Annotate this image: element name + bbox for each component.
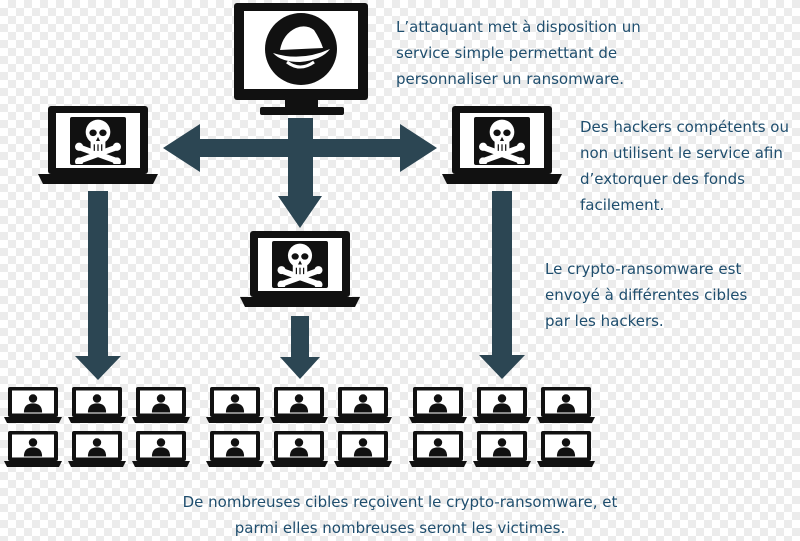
arrow-icon (479, 191, 525, 379)
victim-laptop (409, 387, 467, 423)
hacker-laptop-right (442, 106, 562, 184)
caption-hackers: Des hackers compétents ou non utilisent … (580, 114, 789, 218)
caption-line: personnaliser un ransomware. (396, 70, 624, 88)
arrow-icon (75, 191, 121, 380)
hacker-laptop-left (38, 106, 158, 184)
arrow-icon (163, 118, 437, 228)
arrow-icon (280, 316, 320, 379)
victim-laptop (4, 431, 62, 467)
caption-line: facilement. (580, 196, 665, 214)
caption-line: Des hackers compétents ou (580, 118, 789, 136)
victim-laptop (334, 431, 392, 467)
redhat-logo-icon (265, 13, 337, 85)
caption-line: parmi elles nombreuses seront les victim… (234, 519, 566, 537)
victim-laptop (68, 431, 126, 467)
caption-line: Le crypto-ransomware est (545, 260, 742, 278)
victim-laptop (537, 387, 595, 423)
caption-service: L’attaquant met à disposition un service… (396, 14, 641, 92)
victim-laptop (132, 431, 190, 467)
caption-line: par les hackers. (545, 312, 664, 330)
victim-laptop (206, 387, 264, 423)
caption-sent: Le crypto-ransomware est envoyé à différ… (545, 256, 747, 334)
victim-laptop (132, 387, 190, 423)
caption-line: non utilisent le service afin (580, 144, 783, 162)
caption-line: De nombreuses cibles reçoivent le crypto… (182, 493, 618, 511)
victim-laptop (206, 431, 264, 467)
victim-laptop (270, 431, 328, 467)
arrows (75, 118, 525, 380)
victim-laptop (409, 431, 467, 467)
victim-laptop (334, 387, 392, 423)
hacker-laptop-center (240, 231, 360, 307)
victim-laptop (473, 431, 531, 467)
victim-laptops (4, 387, 595, 467)
victim-laptop (473, 387, 531, 423)
victim-laptop (537, 431, 595, 467)
caption-line: L’attaquant met à disposition un (396, 18, 641, 36)
victim-laptop (4, 387, 62, 423)
caption-line: envoyé à différentes cibles (545, 286, 748, 304)
caption-line: service simple permettant de (396, 44, 618, 62)
caption-line: d’extorquer des fonds (580, 170, 745, 188)
victim-laptop (68, 387, 126, 423)
attacker-monitor (234, 3, 368, 115)
victim-laptop (270, 387, 328, 423)
caption-targets: De nombreuses cibles reçoivent le crypto… (0, 489, 800, 541)
